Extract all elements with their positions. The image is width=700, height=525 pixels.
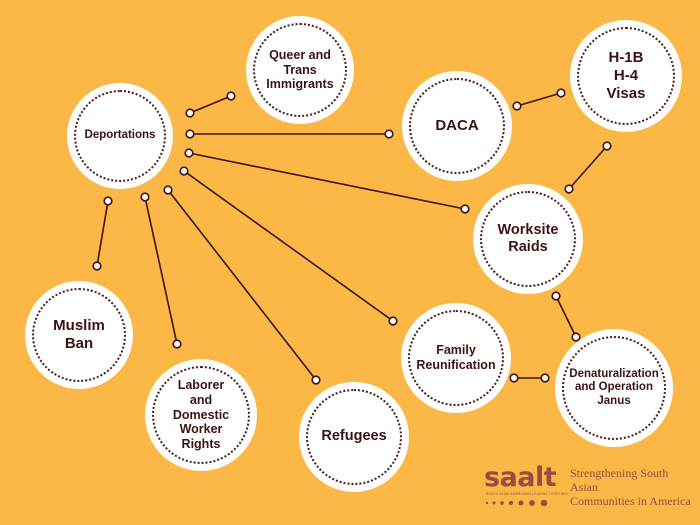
connector-deportations-family [183, 170, 394, 322]
connector-endpoint [388, 316, 398, 326]
connector-endpoint [226, 91, 236, 101]
node-label: H-1B H-4 Visas [606, 49, 646, 102]
connector-endpoint [140, 192, 150, 202]
dotted-ring [562, 336, 666, 440]
connector-deportations-refugees [167, 189, 317, 381]
connector-endpoint [311, 375, 321, 385]
connector-endpoint [184, 148, 194, 158]
connector-endpoint [509, 373, 519, 383]
dotted-ring [152, 366, 250, 464]
connector-deportations-queer [189, 95, 232, 114]
connector-deportations-muslim [96, 200, 109, 267]
connector-deportations-laborer [144, 196, 178, 345]
connector-endpoint [540, 373, 550, 383]
connector-endpoint [602, 141, 612, 151]
node-label: Worksite Raids [497, 221, 559, 255]
node-muslim-ban: Muslim Ban [25, 281, 133, 389]
connector-endpoint [179, 166, 189, 176]
node-deportations: Deportations [67, 83, 173, 189]
connector-endpoint [185, 108, 195, 118]
dotted-ring [74, 90, 166, 182]
logo-dots-icon [485, 499, 548, 507]
connector-endpoint [92, 261, 102, 271]
node-denaturalization-operation-janus: Denaturalization and Operation Janus [555, 329, 673, 447]
connector-worksite-denat [555, 295, 577, 338]
node-label: Family Reunification [416, 343, 496, 372]
logo-tagline-line-2: Communities in America [570, 494, 691, 508]
connector-endpoint [185, 129, 195, 139]
connector-endpoint [551, 291, 561, 301]
connector-endpoint [460, 204, 470, 214]
dotted-ring [409, 78, 505, 174]
dotted-ring [253, 23, 347, 117]
logo-subline: SOUTH ASIAN AMERICANS LEADING TOGETHER [486, 492, 569, 496]
connector-endpoint [172, 339, 182, 349]
node-label: Queer and Trans Immigrants [266, 47, 334, 92]
logo-tagline: Strengthening South Asian Communities in… [570, 466, 694, 508]
node-worksite-raids: Worksite Raids [473, 184, 583, 294]
connector-endpoint [103, 196, 113, 206]
dotted-ring [577, 27, 675, 125]
connector-daca-h1b [516, 92, 562, 107]
connector-endpoint [571, 332, 581, 342]
node-laborer-domestic-worker-rights: Laborer and Domestic Worker Rights [145, 359, 257, 471]
node-family-reunification: Family Reunification [401, 303, 511, 413]
dotted-ring [480, 191, 576, 287]
dotted-ring [408, 310, 504, 406]
node-label: Muslim Ban [53, 317, 105, 352]
connector-endpoint [163, 185, 173, 195]
node-label: Refugees [321, 428, 387, 445]
connector-endpoint [564, 184, 574, 194]
node-refugees: Refugees [299, 382, 409, 492]
logo-wordmark: saalt [484, 462, 557, 493]
saalt-logo: saalt SOUTH ASIAN AMERICANS LEADING TOGE… [484, 462, 694, 510]
connector-deportations-worksite [188, 152, 466, 210]
node-label: Laborer and Domestic Worker Rights [172, 378, 230, 452]
node-h1b-h4-visas: H-1B H-4 Visas [570, 20, 682, 132]
dotted-ring [32, 288, 126, 382]
connector-h1b-worksite [568, 145, 608, 190]
connector-endpoint [512, 101, 522, 111]
logo-tagline-line-1: Strengthening South Asian [570, 466, 669, 494]
node-label: Denaturalization and Operation Janus [569, 367, 659, 407]
node-label: Deportations [84, 129, 156, 142]
connector-endpoint [384, 129, 394, 139]
dotted-ring [306, 389, 402, 485]
connector-endpoint [556, 88, 566, 98]
node-queer-trans-immigrants: Queer and Trans Immigrants [246, 16, 354, 124]
node-label: DACA [435, 117, 479, 135]
node-daca: DACA [402, 71, 512, 181]
